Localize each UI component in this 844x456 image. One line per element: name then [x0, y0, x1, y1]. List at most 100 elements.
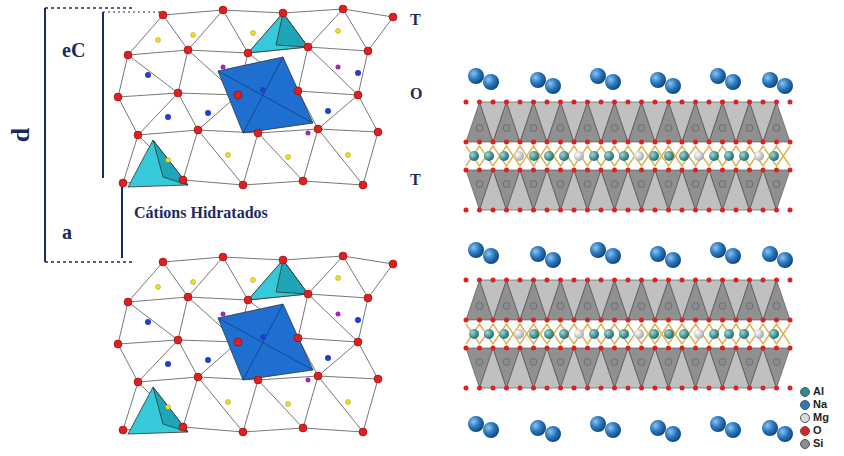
oxygen-atom: [491, 168, 496, 173]
wireframe-bond: [138, 377, 198, 382]
octahedron-edge: [218, 57, 313, 133]
oxygen-atom: [518, 346, 523, 351]
oxygen-atom: [707, 168, 712, 173]
silicon-atom: [191, 280, 196, 285]
oxygen-atom: [761, 100, 766, 105]
oxygen-atom: [599, 318, 604, 323]
sodium-ion: [605, 74, 621, 90]
oxygen-atom: [179, 176, 187, 184]
tot-layer: [114, 5, 397, 189]
oxygen-atom: [707, 386, 712, 391]
octahedral-atom: [469, 329, 479, 339]
wireframe-bond: [343, 9, 368, 51]
oxygen-atom: [558, 168, 563, 173]
d-bracket-line: [44, 8, 46, 262]
wireframe-bond: [298, 47, 308, 91]
wireframe-bond: [303, 129, 318, 181]
sodium-ion: [483, 248, 499, 264]
oxygen-atom: [734, 318, 739, 323]
oxygen-atom: [359, 428, 367, 436]
octahedral-atom: [514, 329, 524, 339]
silicon-atom: [719, 125, 726, 132]
wireframe-bond: [308, 294, 368, 298]
oxygen-atom: [747, 346, 752, 351]
hydroxyl-atom: [221, 65, 226, 70]
oxygen-atom: [572, 100, 577, 105]
wireframe-bond: [128, 297, 188, 302]
oxygen-atom: [194, 126, 202, 134]
oxygen-atom: [747, 386, 752, 391]
spacing-label: eC: [62, 40, 85, 60]
oxygen-atom: [339, 5, 347, 13]
tetrahedral-sheet: [763, 102, 790, 142]
wireframe-bond: [223, 10, 283, 13]
oxygen-atom: [693, 346, 698, 351]
oxygen-atom: [612, 100, 617, 105]
oxygen-atom: [666, 346, 671, 351]
tetrahedron: [128, 387, 188, 434]
wireframe-bond: [223, 257, 248, 300]
oxygen-atom: [364, 294, 372, 302]
octahedral-atom: [694, 329, 704, 339]
octahedral-atom: [559, 151, 569, 161]
ec-top-dash: [103, 12, 160, 13]
wireframe-bond: [303, 428, 363, 432]
octahedral-atom: [544, 151, 554, 161]
oxygen-atom: [666, 318, 671, 323]
octahedral-cation: [325, 108, 331, 114]
oxygen-atom: [354, 91, 362, 99]
oxygen-atom: [477, 140, 482, 145]
oxygen-atom: [747, 168, 752, 173]
wireframe-bond: [183, 377, 198, 427]
oxygen-atom: [119, 426, 127, 434]
oxygen-atom: [761, 168, 766, 173]
octahedral-atom: [589, 329, 599, 339]
right-crystal-layers: [464, 68, 794, 442]
sodium-ion: [650, 246, 666, 262]
oxygen-atom: [666, 168, 671, 173]
sodium-ion: [762, 246, 778, 262]
legend-text: O: [813, 425, 822, 436]
oxygen-atom: [788, 168, 793, 173]
wireframe-bond: [343, 256, 368, 298]
oxygen-atom: [464, 278, 469, 283]
oxygen-atom: [572, 140, 577, 145]
wireframe-bond: [163, 15, 188, 50]
oxygen-atom: [114, 340, 122, 348]
oxygen-atom: [572, 318, 577, 323]
oxygen-atom: [184, 293, 192, 301]
silicon-atom: [346, 153, 351, 158]
wireframe-bond: [308, 294, 358, 342]
oxygen-atom: [244, 49, 252, 57]
sodium-ion: [530, 420, 546, 436]
oxygen-atom: [491, 278, 496, 283]
silicon-atom: [665, 125, 672, 132]
legend-text: Si: [813, 438, 823, 449]
silicon-atom: [719, 359, 726, 366]
oxygen-atom: [720, 386, 725, 391]
oxygen-atom: [477, 346, 482, 351]
oxygen-atom: [653, 140, 658, 145]
silicon-atom: [503, 359, 510, 366]
oxygen-atom: [720, 100, 725, 105]
oxygen-atom: [389, 13, 397, 21]
oxygen-atom: [774, 140, 779, 145]
octahedral-atom: [709, 329, 719, 339]
oxygen-atom: [477, 318, 482, 323]
silicon-atom: [346, 400, 351, 405]
wireframe-bond: [243, 380, 258, 432]
silicon-atom: [530, 359, 537, 366]
oxygen-atom: [653, 318, 658, 323]
oxygen-atom: [558, 208, 563, 213]
oxygen-atom: [531, 208, 536, 213]
silicon-atom: [503, 125, 510, 132]
ec-bracket-line: [102, 12, 104, 178]
oxygen-atom: [720, 278, 725, 283]
oxygen-atom: [504, 278, 509, 283]
oxygen-atom: [504, 168, 509, 173]
oxygen-atom: [491, 100, 496, 105]
sodium-ion: [605, 248, 621, 264]
oxygen-atom: [585, 386, 590, 391]
wireframe-bond: [318, 129, 378, 132]
oxygen-atom: [639, 208, 644, 213]
